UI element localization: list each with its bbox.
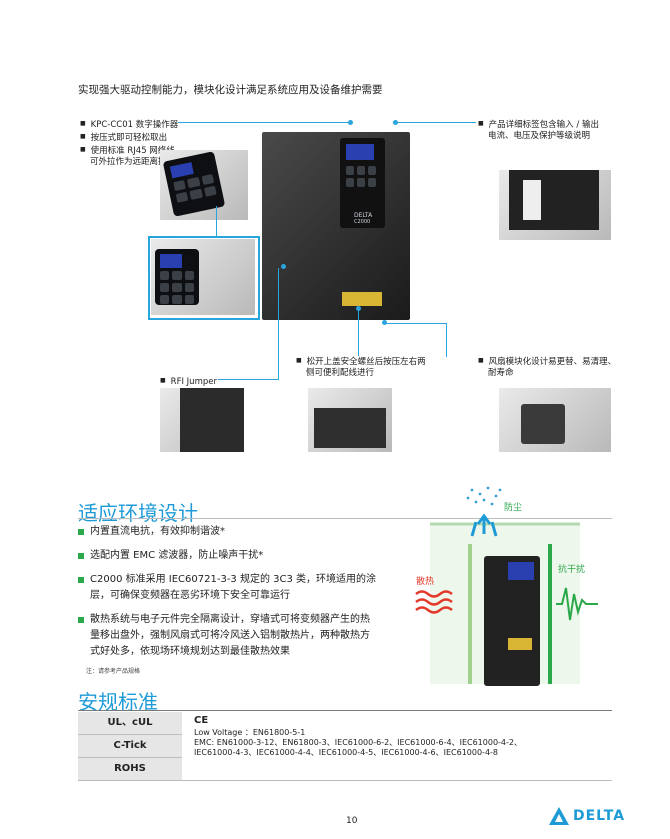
- env-diagram: 防尘 散热 抗干扰: [410, 484, 600, 694]
- list-item: 内置直流电抗，有效抑制谐波*: [78, 524, 378, 540]
- ce-title: CE: [194, 715, 209, 726]
- rfi-jumper-photo: [160, 388, 244, 452]
- env-diagram-svg: [415, 486, 598, 686]
- list-item: 散热系统与电子元件完全隔离设计，穿墙式可将变频器产生的热量移出盘外，强制风扇式可…: [78, 612, 378, 660]
- keypad-cable-photo: [151, 239, 255, 315]
- dust-label: 防尘: [504, 503, 523, 513]
- label-callout: 产品详细标签包含输入 / 输出 电流、电压及保护等级说明: [478, 118, 599, 142]
- list-item: 选配内置 EMC 滤波器，防止噪声干扰*: [78, 548, 378, 564]
- footnote: 注：请参考产品规格: [86, 668, 141, 675]
- warning-label: [342, 292, 382, 306]
- env-section-title: 适应环境设计: [78, 501, 198, 525]
- drive-model: C2000: [354, 219, 371, 225]
- table-row: ROHS: [78, 757, 612, 781]
- heat-label: 散热: [416, 577, 435, 587]
- noise-label: 抗干扰: [558, 565, 586, 575]
- std-key: UL、cUL: [78, 712, 182, 735]
- ce-low-voltage: Low Voltage ：EN61800-5-1: [194, 728, 306, 737]
- keypad-cable-frame: [148, 236, 260, 320]
- rfi-callout: RFI Jumper: [160, 375, 217, 388]
- label-photo: [499, 170, 611, 240]
- delta-logo: DELTA: [548, 806, 625, 826]
- page-title: 实现强大驱动控制能力，模块化设计满足系统应用及设备维护需要: [78, 84, 383, 96]
- env-feature-list: 内置直流电抗，有效抑制谐波* 选配内置 EMC 滤波器，防止噪声干扰* C200…: [78, 524, 378, 680]
- ce-emc-2: IEC61000-4-3、IEC61000-4-4、IEC61000-4-5、I…: [194, 748, 499, 757]
- cover-photo: [308, 388, 392, 452]
- list-item: C2000 标准采用 IEC60721-3-3 规定的 3C3 类，环境适用的涂…: [78, 572, 378, 604]
- page-number: 10: [346, 816, 358, 826]
- delta-logo-text: DELTA: [573, 808, 626, 824]
- fan-callout: 风扇模块化设计易更替、易清理、 耐寿命: [478, 355, 616, 379]
- ce-cell: CE Low Voltage ：EN61800-5-1 EMC: EN61000…: [182, 712, 612, 781]
- std-key: ROHS: [78, 757, 182, 781]
- std-key: C-Tick: [78, 734, 182, 758]
- table-row: C-Tick: [78, 734, 612, 758]
- delta-triangle-icon: [549, 807, 569, 825]
- cover-callout: 松开上盖安全螺丝后按压左右两 侧可便利配线进行: [296, 355, 426, 379]
- fan-photo: [499, 388, 611, 452]
- drive-logo: DELTA: [354, 212, 373, 219]
- standards-table: UL、cUL CE Low Voltage ：EN61800-5-1 EMC: …: [78, 712, 612, 781]
- ce-emc-1: EMC: EN61000-3-12、EN61800-3、IEC61000-6-2…: [194, 738, 522, 747]
- c2000-drive-photo: DELTA C2000: [262, 132, 410, 320]
- table-row: UL、cUL CE Low Voltage ：EN61800-5-1 EMC: …: [78, 712, 612, 781]
- keypad-photo: [160, 150, 248, 220]
- keypad-callout: KPC-CC01 数字操作器 按压式即可轻松取出 使用标准 RJ45 网络线， …: [80, 118, 183, 168]
